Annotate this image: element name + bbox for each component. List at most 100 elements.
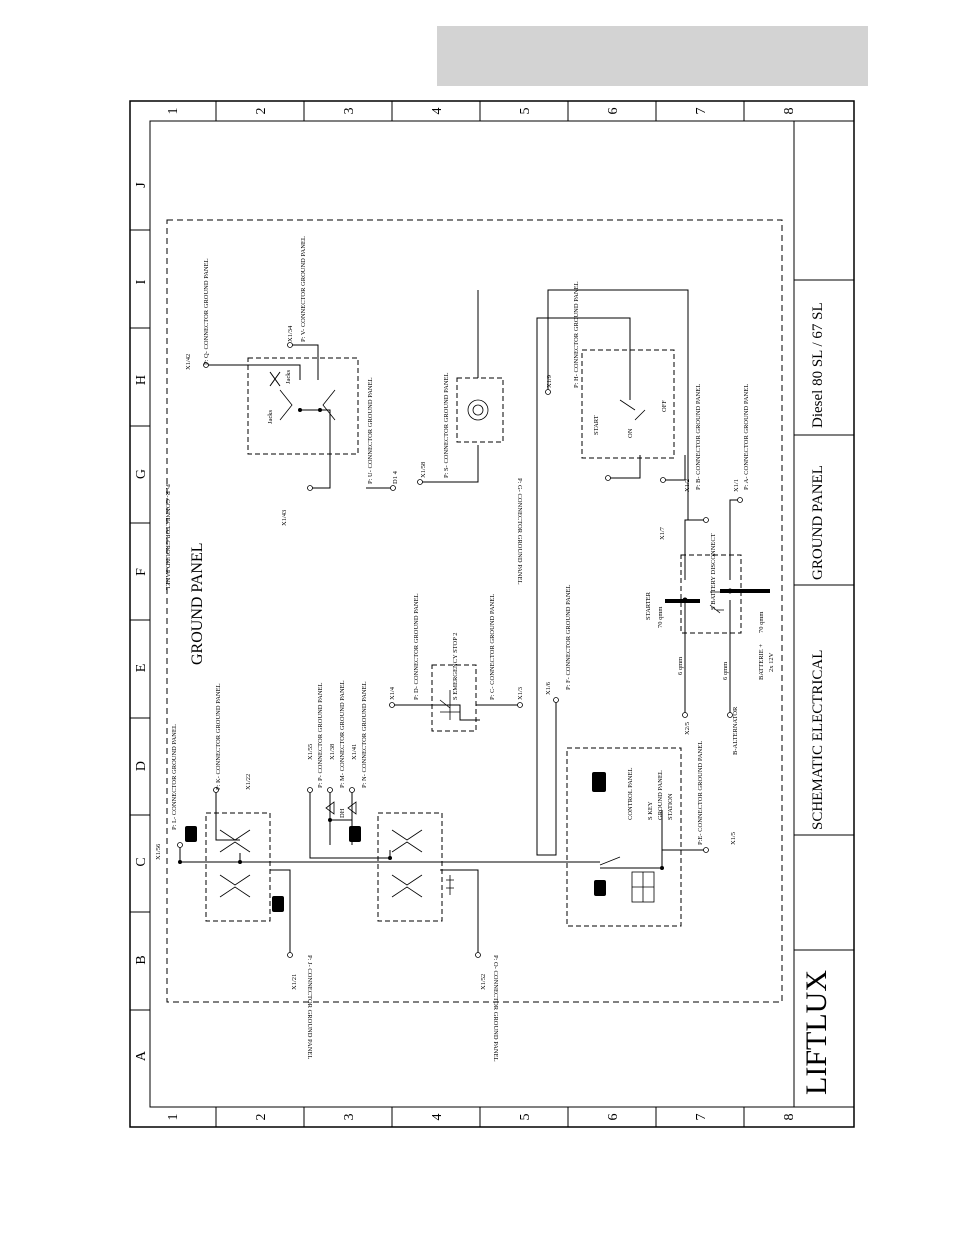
label-x1-2: X1/2 <box>684 479 691 492</box>
label-x1-6: X1/6 <box>545 681 552 695</box>
row-label-top-5: 5 <box>518 108 533 115</box>
section-text: GROUND PANEL <box>810 465 826 580</box>
label-m-connector: P: M- CONNECTOR GROUND PANEL <box>339 680 346 788</box>
label-x2-5: X2/5 <box>684 722 691 735</box>
label-a-connector: P: A- CONNECTOR GROUND PANEL <box>743 384 750 490</box>
wiring <box>179 289 770 955</box>
col-label-G: G <box>134 469 149 479</box>
label-n-connector: P: N- CONNECTOR GROUND PANEL <box>361 681 368 788</box>
label-ground-panel-small: GROUND PANEL <box>657 770 664 820</box>
label-batterie: BATTERIE + <box>758 644 765 680</box>
label-o-connector: P: O- CONNECTOR GROUND PANEL <box>492 955 499 1062</box>
label-s-connector: P: S- CONNECTOR GROUND PANEL <box>443 373 450 478</box>
row-label-top-3: 3 <box>342 108 357 115</box>
col-label-D: D <box>134 761 149 771</box>
row-label-bottom-8: 8 <box>782 1114 797 1121</box>
col-label-B: B <box>134 955 149 964</box>
label-x1-21: X1/21 <box>291 974 298 990</box>
label-x1-38: X1/38 <box>329 744 336 760</box>
label-x1-58: X1/58 <box>420 462 427 478</box>
label-jacks-a: Jacks <box>267 409 274 424</box>
label-q-connector: P: Q- CONNECTOR GROUND PANEL <box>203 258 210 365</box>
col-label-J: J <box>134 182 149 188</box>
label-u-connector: P: U- CONNECTOR GROUND PANEL <box>367 377 374 484</box>
label-e-connector: P:E- CONNECTOR GROUND PANEL <box>697 741 704 845</box>
drawing-type-text: SCHEMATIC ELECTRICAL <box>810 650 826 830</box>
label-70qmm-a: 70 qmm <box>657 607 664 629</box>
row-label-top-1: 1 <box>166 108 181 115</box>
component-icons <box>185 772 606 912</box>
label-b-alternator: B-ALTERNATOR <box>732 706 739 755</box>
label-starter: STARTER <box>645 591 652 620</box>
row-label-top-6: 6 <box>606 108 621 115</box>
row-label-bottom-5: 5 <box>518 1114 533 1121</box>
label-h-connector: P: H- CONNECTOR GROUND PANEL <box>573 281 580 388</box>
label-x1-56: X1/56 <box>155 843 162 860</box>
label-x1-55: X1/55 <box>307 744 314 760</box>
label-x1-41: X1/41 <box>351 744 358 760</box>
label-f-connector: P: F- CONNECTOR GROUND PANEL <box>565 585 572 690</box>
label-g-connector: P: G- CONNECTOR GROUND PANEL <box>516 478 523 585</box>
label-70qmm-b: 70 qmm <box>758 612 765 634</box>
label-x1-34: X1/34 <box>287 325 294 342</box>
label-on: ON <box>627 428 634 438</box>
label-s-key: S KEY <box>647 801 654 820</box>
top-ruler <box>215 101 745 121</box>
title-block <box>793 120 855 1108</box>
label-6qmm-a: 6 qmm <box>677 657 684 675</box>
col-label-F: F <box>134 568 149 576</box>
row-label-bottom-2: 2 <box>254 1114 269 1121</box>
col-label-I: I <box>134 279 149 284</box>
label-x1-52: X1/52 <box>480 974 487 990</box>
col-label-A: A <box>134 1050 149 1061</box>
label-jacks-b: Jacks <box>285 369 292 384</box>
row-label-bottom-7: 7 <box>694 1114 709 1121</box>
label-x1-43: X1/43 <box>281 510 288 526</box>
header-gray-bar <box>437 26 868 86</box>
row-label-bottom-3: 3 <box>342 1114 357 1121</box>
switch-boxes <box>205 349 742 927</box>
label-l-connector: P: L- CONNECTOR GROUND PANEL <box>171 724 178 830</box>
switch-symbols <box>219 389 724 903</box>
ground-panel-enclosure <box>166 219 783 1003</box>
junction-dots <box>178 408 733 870</box>
label-control-panel: CONTROL PANEL <box>627 768 634 820</box>
label-x1-22: X1/22 <box>245 774 252 790</box>
label-x1-3: X1/3 <box>517 687 524 700</box>
diagram-labels: P: L- CONNECTOR GROUND PANEL X1/56 P: K-… <box>155 236 775 1061</box>
inner-frame <box>149 120 795 1108</box>
left-ruler <box>130 229 150 1011</box>
label-x1-42: X1/42 <box>185 354 192 370</box>
cross-mark-icon <box>269 371 281 387</box>
col-label-E: E <box>134 664 149 673</box>
label-station: STATION <box>667 793 674 820</box>
label-start: START <box>593 415 600 435</box>
row-label-bottom-6: 6 <box>606 1114 621 1121</box>
label-x1-9: X1/9 <box>546 375 553 388</box>
col-labels-left: J I H G F E D C B A <box>134 182 149 1061</box>
label-battery-spec: 2x 12V <box>768 652 775 672</box>
bottom-ruler <box>215 1107 745 1127</box>
label-b-connector: P: B- CONNECTOR GROUND PANEL <box>695 384 702 490</box>
label-x1-5: X1/5 <box>730 832 737 845</box>
label-off: OFF <box>661 400 668 412</box>
label-d1-4: D1 4 <box>392 470 399 484</box>
label-r-connector: P: R- CONNECTOR GROUND PANEL <box>164 484 171 590</box>
label-j-connector: P: J- CONNECTOR GROUND PANEL <box>306 955 313 1059</box>
row-label-top-8: 8 <box>782 108 797 115</box>
row-labels-top: 1 2 3 4 5 6 7 8 <box>166 108 797 115</box>
panel-title: GROUND PANEL <box>189 542 206 665</box>
col-label-C: C <box>134 857 149 866</box>
row-label-top-7: 7 <box>694 108 709 115</box>
label-battery-disconnect: S BATTERY DISCONNECT <box>710 533 717 610</box>
row-label-top-2: 2 <box>254 108 269 115</box>
label-k-connector: P: K- CONNECTOR GROUND PANEL <box>215 683 222 790</box>
col-label-H: H <box>134 375 149 385</box>
row-label-top-4: 4 <box>430 108 445 115</box>
label-v-connector: P: V- CONNECTOR GROUND PANEL <box>300 236 307 342</box>
terminals <box>177 342 743 958</box>
label-c-connector: P: C- CONNECTOR GROUND PANEL <box>489 594 496 700</box>
model-text: Diesel 80 SL / 67 SL <box>810 302 826 428</box>
